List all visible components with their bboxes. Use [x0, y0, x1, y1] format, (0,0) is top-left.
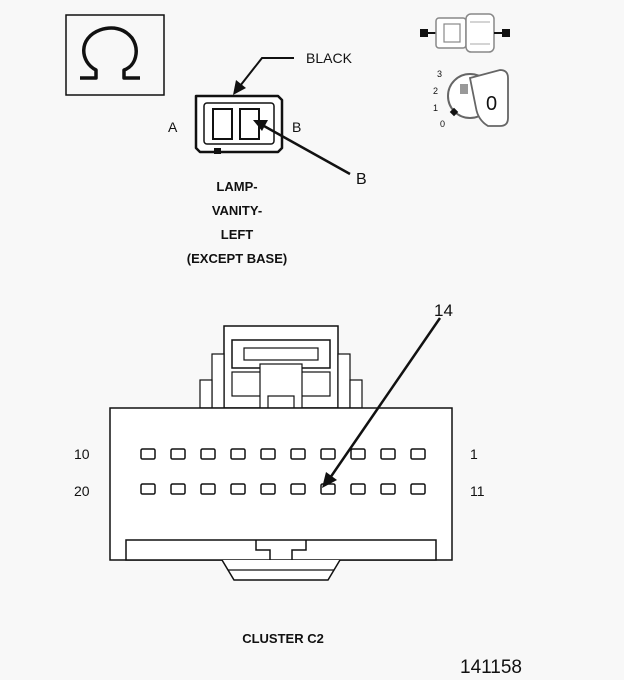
lamp-vanity-connector: [194, 94, 284, 154]
pin-cavity: [350, 483, 366, 495]
ignition-key-label: 0: [486, 93, 497, 115]
figure-number: 141158: [460, 657, 522, 678]
callout-14-arrow: [322, 317, 442, 488]
cluster-connector-body: [109, 407, 453, 581]
callout-14-label: 14: [434, 301, 453, 320]
row-top-left-label: 10: [74, 446, 90, 462]
ignition-position-0: 0: [440, 119, 445, 129]
pin-cavity: [230, 448, 246, 460]
omega-symbol-icon: [65, 14, 165, 96]
row-bottom-right-label: 11: [470, 483, 485, 499]
pin-cavity: [380, 483, 396, 495]
wire-color-leader: [233, 57, 294, 95]
cluster-connector-latch: [199, 325, 363, 409]
pin-cavity: [140, 448, 156, 460]
ignition-position-1: 1: [433, 103, 438, 113]
pin-cavity: [260, 448, 276, 460]
pin-cavity: [200, 448, 216, 460]
row-top-right-label: 1: [470, 446, 478, 462]
pin-cavities: [140, 448, 426, 495]
pin-cavity: [290, 448, 306, 460]
wire-color-label: BLACK: [306, 50, 353, 66]
pin-cavity: [260, 483, 276, 495]
pin-cavity: [140, 483, 156, 495]
callout-b-arrow: [253, 120, 351, 176]
pin-cavity: [380, 448, 396, 460]
pin-b-label: B: [292, 119, 301, 135]
pin-cavity: [200, 483, 216, 495]
callout-b-label: B: [356, 171, 367, 188]
pin-cavity: [170, 483, 186, 495]
pin-cavity: [410, 483, 426, 495]
pin-cavity: [230, 483, 246, 495]
pin-a-label: A: [168, 119, 178, 135]
ignition-position-3: 3: [437, 69, 442, 79]
pin-cavity: [170, 448, 186, 460]
pin-cavity: [410, 448, 426, 460]
ignition-key-icon: 0 3 2 1 0: [433, 69, 509, 129]
cluster-title: CLUSTER C2: [242, 631, 324, 646]
pin-cavity: [350, 448, 366, 460]
lamp-title-line-1: LAMP-: [216, 179, 257, 194]
inline-connector-icon: [420, 13, 510, 53]
pin-cavity: [290, 483, 306, 495]
lamp-title-line-3: LEFT: [221, 227, 254, 242]
ignition-position-2: 2: [433, 86, 438, 96]
lamp-title-line-2: VANITY-: [212, 203, 262, 218]
pin-cavity: [320, 448, 336, 460]
row-bottom-left-label: 20: [74, 483, 90, 499]
lamp-title-line-4: (EXCEPT BASE): [187, 251, 287, 266]
